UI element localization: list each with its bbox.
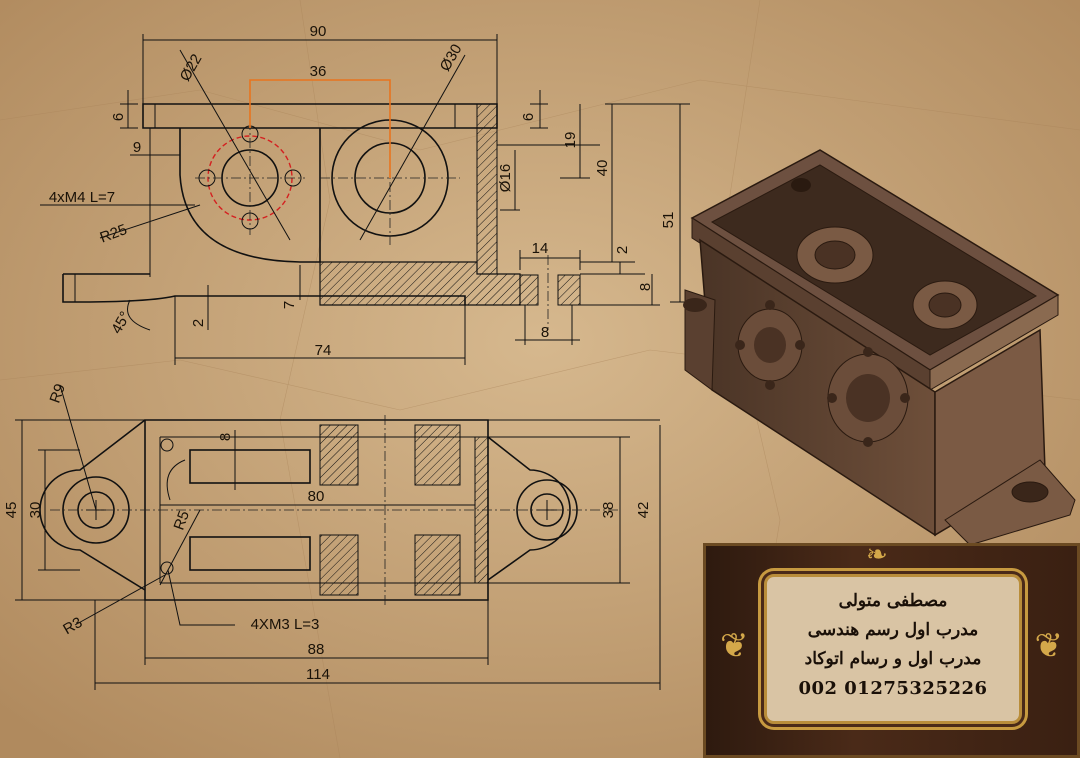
dim-width-42: 42	[635, 502, 652, 519]
dim-base-length: 74	[315, 342, 332, 359]
dim-top-thickness-left: 6	[110, 113, 127, 121]
dim-top-thickness-right: 6	[520, 113, 537, 121]
ornament-left-icon: ❦	[720, 626, 749, 666]
author-plaque: ❦ ❦ ❧ مصطفى متولى مدرب اول رسم هندسى مدر…	[703, 540, 1080, 758]
dim-height-40: 40	[594, 160, 611, 177]
dim-length-88: 88	[308, 641, 325, 658]
dim-fillet-r5: R5	[171, 509, 194, 533]
dim-height-51: 51	[660, 212, 677, 229]
dim-inner-length: 80	[308, 488, 325, 505]
dim-slot-8: 8	[217, 433, 234, 441]
dim-lip-2: 2	[190, 319, 207, 327]
front-view: 90 Ø22 Ø30 36 6 6 9 4xM4 L=7 R25 Ø16 19 …	[40, 23, 690, 365]
author-name: مصطفى متولى	[838, 591, 948, 611]
dim-width-38: 38	[600, 502, 617, 519]
dim-height-45: 45	[3, 502, 20, 519]
dim-hole-spacing: 36	[310, 63, 327, 80]
dim-hole-8: 8	[541, 324, 549, 341]
ornament-top-icon: ❧	[866, 540, 888, 570]
dim-height-19: 19	[562, 132, 579, 149]
bolt-callout: 4xM4 L=7	[49, 189, 115, 206]
top-view: R9 45 30 8 80 R5 R3 4XM3 L=3 88 114 38 4…	[3, 382, 661, 690]
dim-inner-dia: Ø16	[497, 164, 514, 192]
dim-base-height: 8	[637, 283, 654, 291]
isometric-model	[683, 149, 1076, 546]
dim-height-30: 30	[27, 502, 44, 519]
dim-ear-radius: R9	[47, 382, 70, 406]
dim-boss-width: 14	[532, 240, 549, 257]
dim-overall-length: 114	[306, 666, 330, 683]
dim-overall-width: 90	[310, 23, 327, 40]
author-title-2: مدرب اول و رسام اتوكاد	[804, 649, 982, 669]
dim-left-inset: 9	[133, 139, 141, 156]
dim-base-thickness: 7	[281, 301, 298, 309]
plaque-text: مصطفى متولى مدرب اول رسم هندسى مدرب اول …	[767, 587, 1019, 703]
author-title-1: مدرب اول رسم هندسى	[807, 620, 979, 640]
plaque-text-panel: مصطفى متولى مدرب اول رسم هندسى مدرب اول …	[764, 574, 1022, 724]
screw-callout: 4XM3 L=3	[251, 616, 320, 633]
dim-step-2: 2	[614, 246, 631, 254]
ornament-right-icon: ❦	[1034, 626, 1064, 666]
author-phone: 002 01275325226	[798, 678, 988, 699]
